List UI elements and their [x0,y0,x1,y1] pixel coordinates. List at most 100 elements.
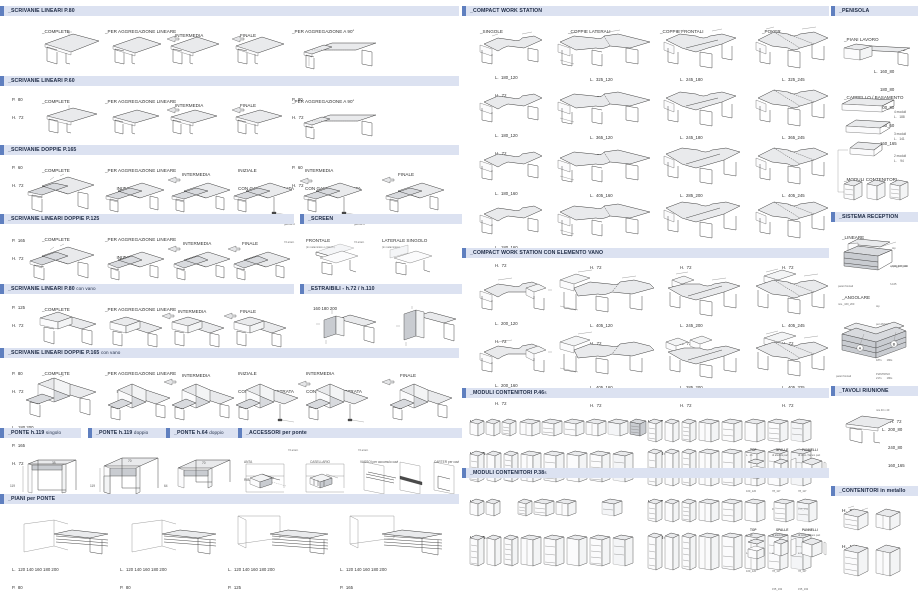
moduli-46-grid: H. 78s H. 117 [462,398,832,511]
section-title: _CONTENITORI in metallo [839,488,906,494]
reception-lineare-label: _LINEARE [842,235,865,240]
section-title: _SCREEN [308,216,334,222]
item-label: INTERMEDIA [182,373,211,378]
moduli-label: _MODULI CONTENITORI [844,177,898,182]
anta-ribalta-drawing [245,463,287,493]
piano-dimensions: L. 120 140 160 180 200 P. 80 [12,567,59,590]
desk-drawing [112,109,160,135]
item-label: _COMPLETE [42,307,70,312]
desk-vano-drawing [223,312,287,348]
cws-singola-drawing [479,151,543,181]
section-header-accessori: _ACCESSORI per ponte [238,428,462,438]
section-title: _ESTRAIBILI - h.72 / h.110 [308,286,375,292]
item-label: FINALE [240,103,257,108]
cell-dimensions: L. 180_120 H. 72 [495,133,518,156]
cws-poker-drawing [755,89,829,127]
section-moduli-38: _MODULI CONTENITORI P.38s H. 78s H. 117 [462,468,832,591]
section-piani-ponte: _PIANI per PONTE L. 120 140 160 180 200 … [0,494,462,590]
ponte-depth: 70 [202,461,206,465]
col-label: _COPPIE FRONTALI [660,29,704,34]
screen-label: LATERALE SINGOLO [382,238,428,243]
cwsv-singola-drawing [479,339,552,373]
double-desk-drawing [105,182,165,213]
screen-note: (in melaminico) [382,246,400,249]
penisola-drawing [843,43,911,67]
double-desk-leg-drawing [233,182,293,216]
section-title: _SCRIVANIE LINEARI P.80 [8,8,75,14]
svg-text:A: A [859,346,862,351]
item-label: INTERMEDIA [182,172,211,177]
section-reception: _SISTEMA RECEPTION _LINEARE top 160_180_… [831,212,920,412]
desk-vano-drawing [109,316,163,348]
contenitore-metallo-80 [843,505,901,531]
piano-dimensions: L. 120 140 160 180 200 P. 125 [228,567,275,590]
section-title: _SCRIVANIE LINEARI DOPPIE P.165 con vano [8,350,121,356]
section-title: _SCRIVANIE LINEARI DOPPIE P.125 [8,216,100,222]
section-header: _SCRIVANIE LINEARI P.80 [0,6,459,16]
item-label: _COMPLETE [42,237,70,242]
section-header: _COMPACT WORK STATION CON ELEMENTO VANO [462,248,829,258]
piano-ponte-drawing-2 [131,519,217,555]
cws-coppie-laterali-drawing [557,29,651,67]
section-scrivanie-doppie-p165: _SCRIVANIE DOPPIE P.165 _COMPLETE L. 140… [0,145,462,261]
cwsv-coppie-laterali-drawing [559,269,655,313]
legend-label: SPALLE [776,528,789,532]
desk-drawing [166,35,220,65]
desk-vano-drawing [161,312,225,348]
section-header: _TAVOLI RIUNIONE [831,386,918,396]
piano-ponte-drawing-1 [23,519,109,555]
screen-lateral-drawing [389,244,433,276]
section-title: _COMPACT WORK STATION [470,8,543,14]
desk-drawing [231,106,283,135]
cws-coppie-laterali-drawing [557,203,651,237]
section-title: _SCRIVANIE LINEARI P.60 [8,78,75,84]
moduli-contenitori-penisola [843,179,909,201]
section-title: _SCRIVANIE LINEARI P.80 con vano [8,286,96,292]
cell-dimensions: L. 200_160 H. 72 [495,383,518,406]
reception-top-note: top 160_180_200 [892,247,908,268]
cappello-3-moduli-drawing [845,119,891,135]
section-compact-vano: _COMPACT WORK STATION CON ELEMENTO VANO … [462,248,832,408]
item-dimensions: L. 180 200 P. 165 H. 72 [12,425,34,466]
item-label: _PER AGGREGAZIONE A 90° [292,99,355,104]
col-label: _SINGOLE [480,29,503,34]
item-label: _COMPLETE [42,371,70,376]
cappello-label: _CAPPELLO / BASAMENTO [844,95,904,100]
section-header-screen: _SCREEN [300,214,462,224]
col-label: _POKER [762,29,781,34]
leg-note: gamba H. 72 arretr. [354,223,366,244]
reception-angolare-drawing: A B [841,321,907,359]
double-desk-vano-drawing [107,383,171,421]
desk-drawing [112,36,162,65]
desk-drawing [44,31,100,65]
spalle-exploded-drawing [773,537,797,557]
connector-bracket [837,149,848,193]
section-title: _SISTEMA RECEPTION [839,214,899,220]
cwsv-coppie-laterali-drawing [559,331,655,375]
double-desk-drawing [27,173,95,213]
section-header: _SCRIVANIE LINEARI DOPPIE P.125 [0,214,294,224]
desk-drawing [166,106,218,135]
double-desk-drawing [107,251,165,281]
cws-poker-drawing [755,147,829,185]
item-label: INTERMEDIA [178,309,207,314]
legend-label: PANNELLI [802,448,818,452]
item-label: FINALE [240,33,257,38]
legend-label: SPALLE [776,448,789,452]
contenitore-metallo-160 [843,544,901,577]
section-title: _PENISOLA [839,8,870,14]
double-desk-vano-drawing [381,378,453,421]
cws-poker-drawing [755,26,829,69]
cws-coppie-laterali-drawing [557,149,651,183]
piano-ponte-drawing-3 [237,515,329,555]
desk-drawing [46,105,98,134]
section-moduli-46: _MODULI CONTENITORI P.46s H. 78s [462,388,832,511]
section-header: _SCRIVANIE LINEARI DOPPIE P.165 con vano [0,348,459,358]
tavolo-riunione-drawing [845,415,895,444]
top-exploded-drawing [747,538,765,560]
legend-label: TOP [750,528,757,532]
leg-note: gamba H. 72 arretr. [284,223,296,244]
section-header-estraibili: _ESTRAIBILI - h.72 / h.110 [300,284,462,294]
reception-angolare-label: _ANGOLARE [842,295,871,300]
section-scrivanie-p80-vano: _SCRIVANIE LINEARI P.80 con vano _ESTRAI… [0,284,462,394]
